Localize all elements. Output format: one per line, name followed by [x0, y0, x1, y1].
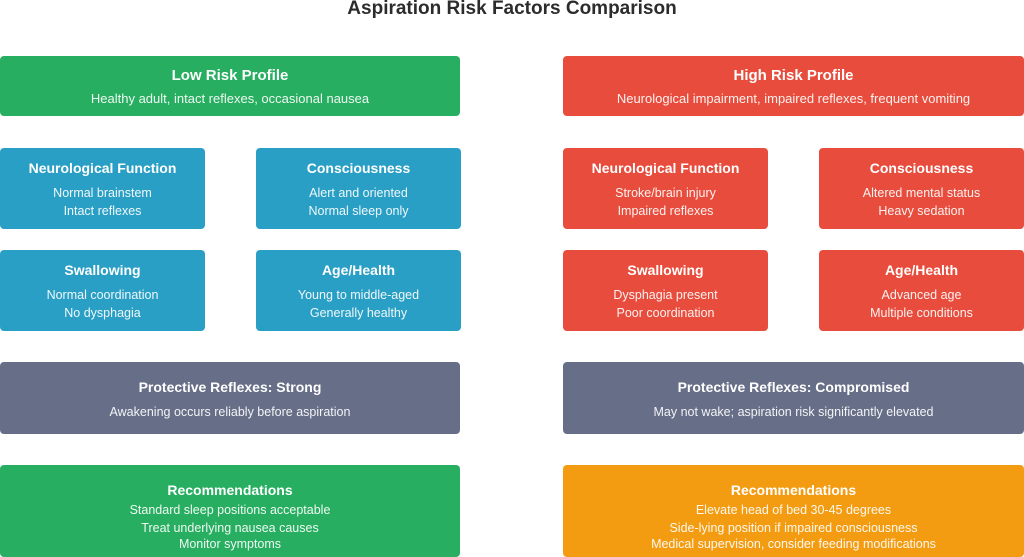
low-consciousness-box: Consciousness Alert and oriented Normal …	[256, 148, 461, 229]
recommendations-title: Recommendations	[167, 482, 293, 498]
factor-title: Neurological Function	[591, 160, 740, 176]
high-swallowing-box: Swallowing Dysphagia present Poor coordi…	[563, 250, 768, 331]
factor-title: Age/Health	[321, 262, 396, 278]
factor-line: Alert and oriented	[309, 186, 408, 200]
high-age-health-box: Age/Health Advanced age Multiple conditi…	[819, 250, 1024, 331]
factor-line: Normal coordination	[46, 288, 159, 302]
factor-title: Consciousness	[869, 160, 974, 176]
reflexes-title: Protective Reflexes: Strong	[138, 379, 322, 395]
diagram-title: Aspiration Risk Factors Comparison	[347, 0, 677, 19]
low-recommendations-box: Recommendations Standard sleep positions…	[0, 465, 460, 557]
high-risk-profile-title: High Risk Profile	[733, 67, 854, 84]
factor-title: Neurological Function	[28, 160, 177, 176]
reflexes-title: Protective Reflexes: Compromised	[677, 379, 910, 395]
low-protective-reflexes-box: Protective Reflexes: Strong Awakening oc…	[0, 362, 460, 434]
high-consciousness-box: Consciousness Altered mental status Heav…	[819, 148, 1024, 229]
factor-line: Altered mental status	[862, 186, 981, 200]
factor-line: Young to middle-aged	[297, 288, 420, 302]
factor-line: Advanced age	[881, 288, 962, 302]
recommendation-line: Elevate head of bed 30-45 degrees	[695, 503, 892, 517]
low-neurological-box: Neurological Function Normal brainstem I…	[0, 148, 205, 229]
recommendation-line: Treat underlying nausea causes	[141, 521, 319, 535]
factor-title: Swallowing	[64, 262, 141, 278]
factor-line: Normal sleep only	[308, 204, 409, 218]
recommendations-title: Recommendations	[730, 482, 857, 498]
factor-line: Stroke/brain injury	[615, 186, 716, 200]
factor-title: Consciousness	[306, 160, 411, 176]
high-risk-profile-box: High Risk Profile Neurological impairmen…	[563, 56, 1024, 116]
factor-title: Swallowing	[627, 262, 704, 278]
factor-line: Heavy sedation	[878, 204, 965, 218]
factor-title: Age/Health	[884, 262, 959, 278]
recommendation-line: Medical supervision, consider feeding mo…	[651, 537, 936, 551]
factor-line: Dysphagia present	[613, 288, 718, 302]
factor-line: Multiple conditions	[870, 306, 973, 320]
factor-line: Intact reflexes	[63, 204, 142, 218]
recommendation-line: Side-lying position if impaired consciou…	[669, 521, 918, 535]
factor-line: No dysphagia	[64, 306, 141, 320]
factor-line: Generally healthy	[309, 306, 408, 320]
low-risk-profile-title: Low Risk Profile	[171, 67, 289, 84]
reflexes-text: May not wake; aspiration risk significan…	[653, 405, 934, 419]
low-swallowing-box: Swallowing Normal coordination No dyspha…	[0, 250, 205, 331]
high-risk-profile-text: Neurological impairment, impaired reflex…	[616, 91, 971, 106]
factor-line: Impaired reflexes	[617, 204, 714, 218]
factor-line: Normal brainstem	[53, 186, 152, 200]
high-neurological-box: Neurological Function Stroke/brain injur…	[563, 148, 768, 229]
low-risk-profile-box: Low Risk Profile Healthy adult, intact r…	[0, 56, 460, 116]
recommendation-line: Monitor symptoms	[178, 537, 282, 551]
high-recommendations-box: Recommendations Elevate head of bed 30-4…	[563, 465, 1024, 557]
low-risk-profile-text: Healthy adult, intact reflexes, occasion…	[90, 91, 370, 106]
factor-line: Poor coordination	[616, 306, 715, 320]
low-age-health-box: Age/Health Young to middle-aged Generall…	[256, 250, 461, 331]
high-protective-reflexes-box: Protective Reflexes: Compromised May not…	[563, 362, 1024, 434]
reflexes-text: Awakening occurs reliably before aspirat…	[109, 405, 351, 419]
recommendation-line: Standard sleep positions acceptable	[129, 503, 331, 517]
